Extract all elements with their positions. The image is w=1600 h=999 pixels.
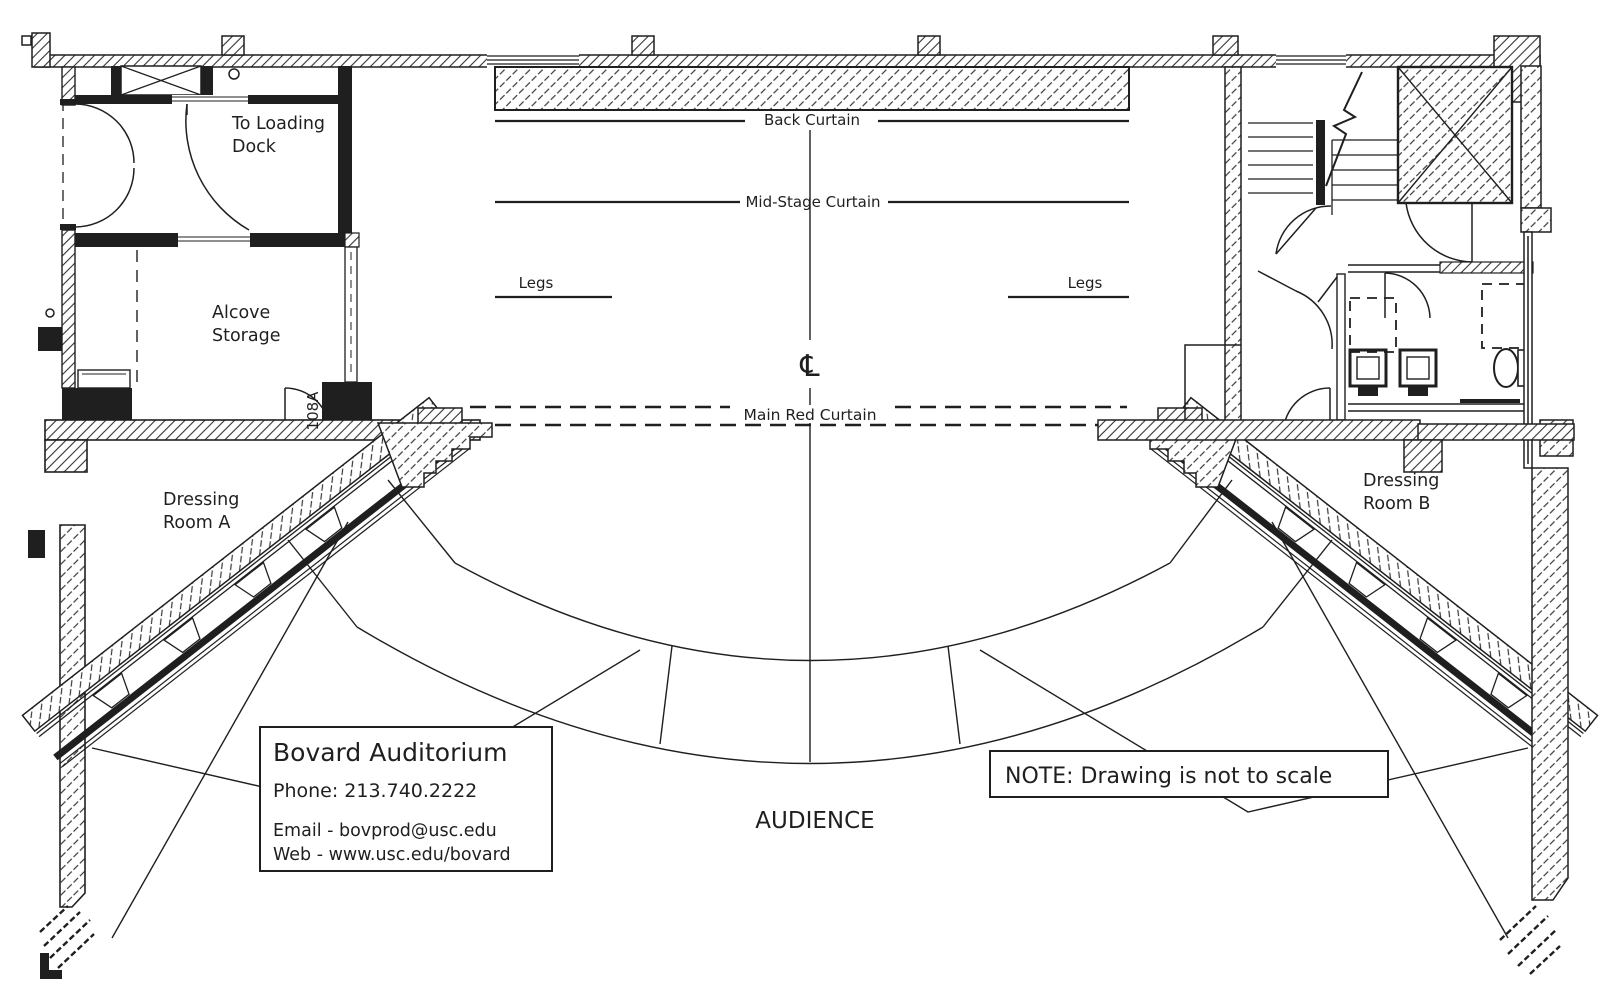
left-outer-wall — [59, 524, 86, 908]
column-circle — [45, 308, 55, 318]
main-red-curtain-label-bg — [730, 405, 890, 423]
legs-right-label: Legs — [1068, 274, 1103, 292]
dressing-a-label-line2: Room A — [163, 513, 230, 533]
clearance-box — [1481, 283, 1529, 349]
left-portal — [376, 407, 493, 488]
wall-break-symbol-left — [39, 905, 95, 969]
sight-line — [111, 521, 349, 939]
right-outer-walls — [1520, 65, 1574, 901]
note-box: NOTE: Drawing is not to scale — [989, 750, 1389, 798]
door-number-label: 108A — [304, 391, 322, 431]
restroom — [1317, 261, 1534, 421]
stair-hall-doors — [1257, 202, 1473, 433]
corridor-treads — [1277, 506, 1528, 709]
door-swing-arc — [74, 103, 135, 164]
aisle-line — [979, 649, 1529, 813]
stage-back-wall — [494, 66, 1130, 111]
wall-pier — [38, 327, 62, 351]
loading-dock-label-line1: To Loading — [231, 114, 325, 134]
audience-label: AUDIENCE — [755, 808, 874, 834]
mid-stage-curtain-label: Mid-Stage Curtain — [745, 193, 880, 211]
wall-break-corner-left — [40, 953, 62, 979]
corridor-treads — [92, 506, 343, 709]
top-wall-openings — [487, 53, 1346, 68]
bench — [77, 369, 131, 389]
apron-divider — [659, 645, 673, 745]
sink — [1398, 348, 1438, 388]
wall-break-symbol-right — [1499, 905, 1561, 975]
dressing-b-label-line1: Dressing — [1363, 471, 1439, 491]
stair-treads — [1248, 122, 1408, 215]
pilaster — [917, 35, 941, 56]
stair-divider-wall — [1316, 120, 1325, 205]
info-box-email: Email - bovprod@usc.edu — [273, 821, 497, 841]
alcove-label-line1: Alcove — [212, 303, 270, 323]
right-wing — [1097, 65, 1575, 901]
curtain-lines — [495, 119, 1129, 299]
left-wing — [38, 65, 372, 432]
door-swing-arc — [185, 103, 250, 231]
stair-break-line — [1325, 71, 1363, 187]
left-corridor — [21, 396, 470, 768]
pilaster — [631, 35, 655, 56]
door-swing-arc — [74, 167, 135, 228]
audience-apron — [91, 479, 1529, 939]
sink — [1348, 348, 1388, 388]
info-box-web: Web - www.usc.edu/bovard — [273, 845, 511, 865]
legs-left-label: Legs — [519, 274, 554, 292]
right-corridor — [1150, 396, 1599, 768]
note-text: NOTE: Drawing is not to scale — [1005, 764, 1332, 789]
door-swing-arc — [1384, 272, 1431, 319]
toilet — [1493, 348, 1519, 388]
dressing-a-label-line1: Dressing — [163, 490, 239, 510]
pilaster — [31, 32, 51, 68]
dressing-b-label-line2: Room B — [1363, 494, 1430, 514]
wall-marker-square — [21, 35, 32, 46]
info-box-title: Bovard Auditorium — [273, 738, 508, 767]
pilaster — [221, 35, 245, 56]
loading-dock-label-line2: Dock — [232, 137, 277, 157]
clearance-box — [1349, 297, 1397, 353]
left-lower-walls — [28, 419, 481, 908]
sight-line — [1271, 521, 1509, 939]
pilaster — [1212, 35, 1239, 56]
room-labels: To Loading Dock Alcove Storage Dressing … — [163, 114, 1439, 533]
centerline-symbol-bg — [795, 340, 825, 388]
info-box: Bovard Auditorium Phone: 213.740.2222 Em… — [259, 726, 553, 872]
info-box-phone: Phone: 213.740.2222 — [273, 780, 477, 802]
apron-divider — [947, 645, 961, 745]
column-circle — [228, 68, 240, 80]
apron-arc-lower — [356, 626, 1264, 765]
wall-pier — [28, 530, 45, 558]
back-curtain-label: Back Curtain — [764, 111, 860, 129]
main-red-curtain-label: Main Red Curtain — [743, 406, 876, 424]
apron-arc-upper — [454, 562, 1171, 662]
alcove-label-line2: Storage — [212, 326, 280, 346]
centerline-symbol: ℄ — [799, 349, 819, 384]
